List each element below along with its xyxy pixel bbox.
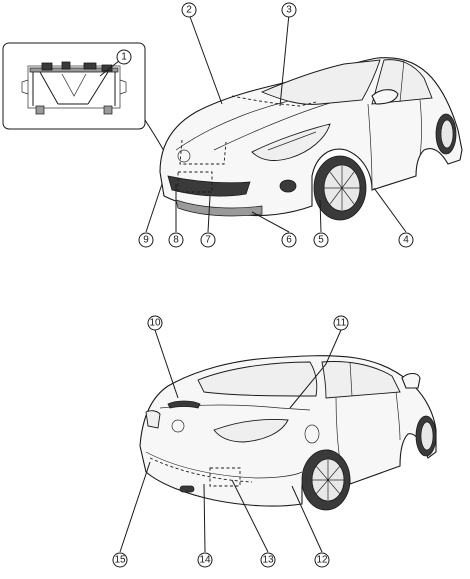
callout-10: 10	[147, 315, 163, 331]
inset-radiator-support	[2, 42, 169, 159]
front-wheel	[313, 155, 367, 221]
front-wheel-rear-view	[415, 415, 437, 457]
windshield	[260, 59, 381, 105]
svg-text:8: 8	[173, 235, 179, 246]
front-license-plate	[177, 171, 213, 193]
front-grille	[167, 175, 251, 197]
callout-4: 4	[398, 232, 414, 248]
callout-5: 5	[313, 232, 329, 248]
rear-emblem	[171, 419, 185, 433]
callout-1: 1	[116, 49, 132, 65]
front-emblem	[177, 149, 191, 163]
svg-text:15: 15	[114, 555, 126, 566]
svg-text:14: 14	[199, 555, 211, 566]
callout-3: 3	[281, 2, 297, 18]
leader-lines	[99, 13, 407, 553]
svg-text:4: 4	[403, 235, 409, 246]
callout-13: 13	[260, 552, 276, 568]
svg-text:5: 5	[318, 235, 324, 246]
side-mirror	[371, 89, 399, 105]
callout-14: 14	[197, 552, 213, 568]
rear-view-mirror	[401, 372, 421, 389]
svg-text:3: 3	[286, 5, 292, 16]
headlight	[251, 123, 331, 161]
rear-spoiler-light	[167, 400, 201, 409]
callout-15: 15	[112, 552, 128, 568]
svg-text:9: 9	[143, 235, 149, 246]
lower-intake	[175, 199, 263, 217]
callout-12: 12	[314, 552, 330, 568]
fuel-door	[304, 424, 320, 444]
callout-9: 9	[138, 232, 154, 248]
exhaust-pipe	[179, 485, 195, 493]
callout-7: 7	[200, 232, 216, 248]
rear-tail-light-left	[145, 410, 161, 429]
radiator-support-part	[21, 61, 127, 115]
callout-8: 8	[168, 232, 184, 248]
rear-license-plate	[209, 467, 241, 487]
inset-frame	[2, 42, 146, 130]
rear-window	[197, 361, 318, 397]
svg-text:12: 12	[316, 555, 328, 566]
rear-bumper-dashed	[149, 457, 253, 483]
svg-text:13: 13	[262, 555, 274, 566]
rear-tail-light	[213, 419, 289, 443]
rear-side-windows	[321, 361, 401, 399]
svg-text:2: 2	[186, 5, 192, 16]
callout-6: 6	[281, 232, 297, 248]
svg-text:11: 11	[336, 318, 347, 329]
hood-dashed-area	[231, 95, 317, 107]
svg-text:1: 1	[121, 52, 127, 63]
svg-text:7: 7	[205, 235, 211, 246]
callout-11: 11	[333, 315, 349, 331]
front-car-illustration	[159, 57, 463, 221]
callout-2: 2	[181, 2, 197, 18]
rear-wheel-front-view	[435, 113, 457, 155]
rear-car-illustration	[139, 355, 437, 511]
svg-text:6: 6	[286, 235, 292, 246]
rear-wheel	[301, 449, 351, 511]
fog-lamp	[279, 179, 297, 193]
bumper-reinforcement-dashed	[179, 139, 227, 165]
svg-text:10: 10	[149, 318, 161, 329]
